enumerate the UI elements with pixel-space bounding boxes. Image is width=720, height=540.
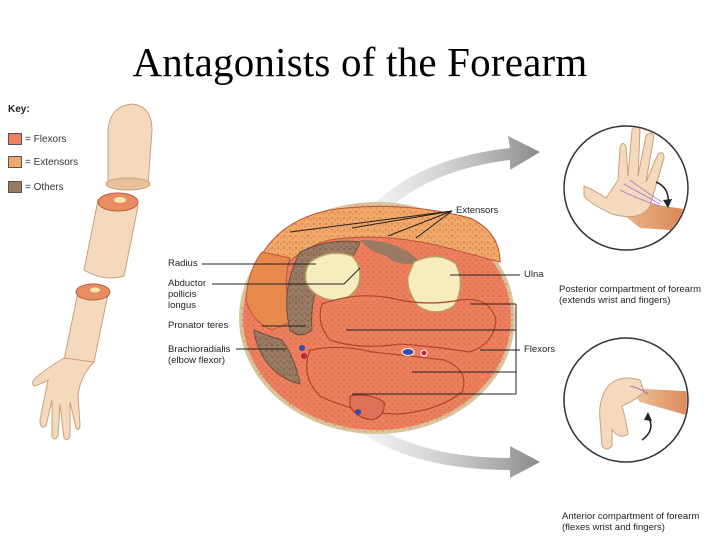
- ulna-bone: [406, 255, 462, 313]
- anterior-compartment-caption: Anterior compartment of forearm (flexes …: [562, 511, 699, 533]
- key-label: = Flexors: [25, 133, 67, 145]
- cross-section-illustration: [202, 202, 520, 434]
- key-heading: Key:: [8, 104, 30, 115]
- others-swatch: [8, 181, 22, 193]
- wrist-extension-illustration: [563, 125, 689, 251]
- key-label: = Extensors: [25, 156, 79, 168]
- abductor-label-line: Abductor: [168, 278, 207, 289]
- arm-illustration: [32, 103, 153, 441]
- abductor-label: Abductor pollicis longus: [168, 278, 206, 311]
- flexors-swatch: [8, 133, 22, 145]
- arrow-icon: [352, 136, 540, 236]
- wrist-flexion-illustration: [563, 337, 689, 463]
- radius-label: Radius: [168, 258, 198, 269]
- brachioradialis-label-line: (elbow flexor): [168, 355, 226, 366]
- abductor-label-line: longus: [168, 300, 196, 311]
- slide-title: Antagonists of the Forearm: [132, 39, 588, 85]
- caption-line: Posterior compartment of forearm: [559, 284, 702, 295]
- key-item-flexors: = Flexors: [8, 132, 66, 146]
- key-item-extensors: = Extensors: [8, 155, 78, 169]
- pronator-label: Pronator teres: [168, 320, 229, 331]
- extensors-label: Extensors: [456, 205, 499, 216]
- posterior-compartment-caption: Posterior compartment of forearm (extend…: [559, 284, 701, 306]
- caption-line: Anterior compartment of forearm: [562, 511, 700, 522]
- key-item-others: = Others: [8, 180, 64, 194]
- arrow-icon: [342, 410, 540, 478]
- extensors-swatch: [8, 156, 22, 168]
- flexors-label: Flexors: [524, 344, 556, 355]
- ulna-label: Ulna: [524, 269, 544, 280]
- brachioradialis-label-line: Brachioradialis: [168, 344, 231, 355]
- brachioradialis-label: Brachioradialis (elbow flexor): [168, 344, 230, 366]
- key-label: = Others: [25, 181, 64, 193]
- abductor-label-line: pollicis: [168, 289, 197, 300]
- caption-line: (extends wrist and fingers): [559, 295, 671, 306]
- caption-line: (flexes wrist and fingers): [562, 522, 665, 533]
